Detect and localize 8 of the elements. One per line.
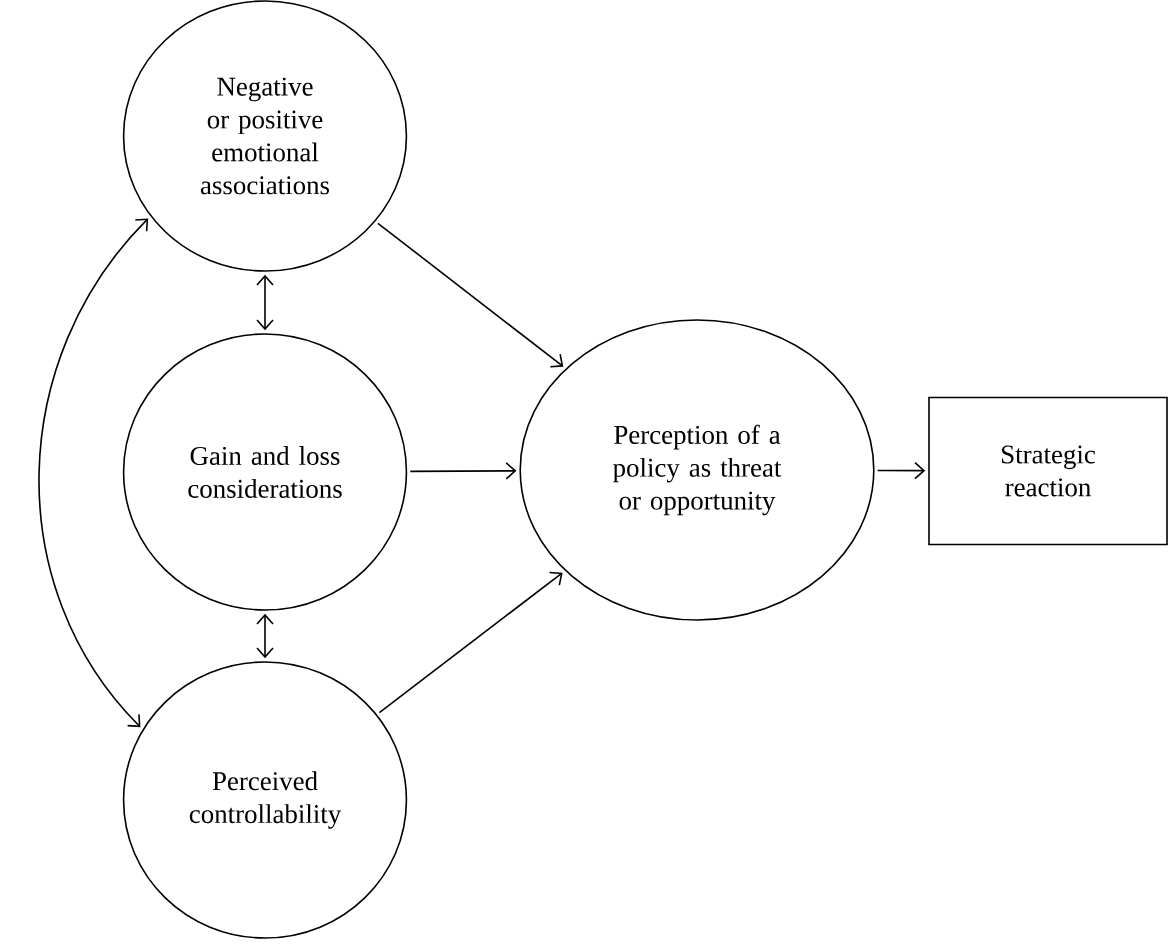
arrow [378,571,563,714]
arrow [377,222,564,368]
arrow [38,218,149,728]
outcome-box: Strategic reaction [928,396,1168,546]
arrow [256,274,274,331]
arrow [876,461,926,480]
arrow [409,462,517,480]
arrow [256,613,274,659]
